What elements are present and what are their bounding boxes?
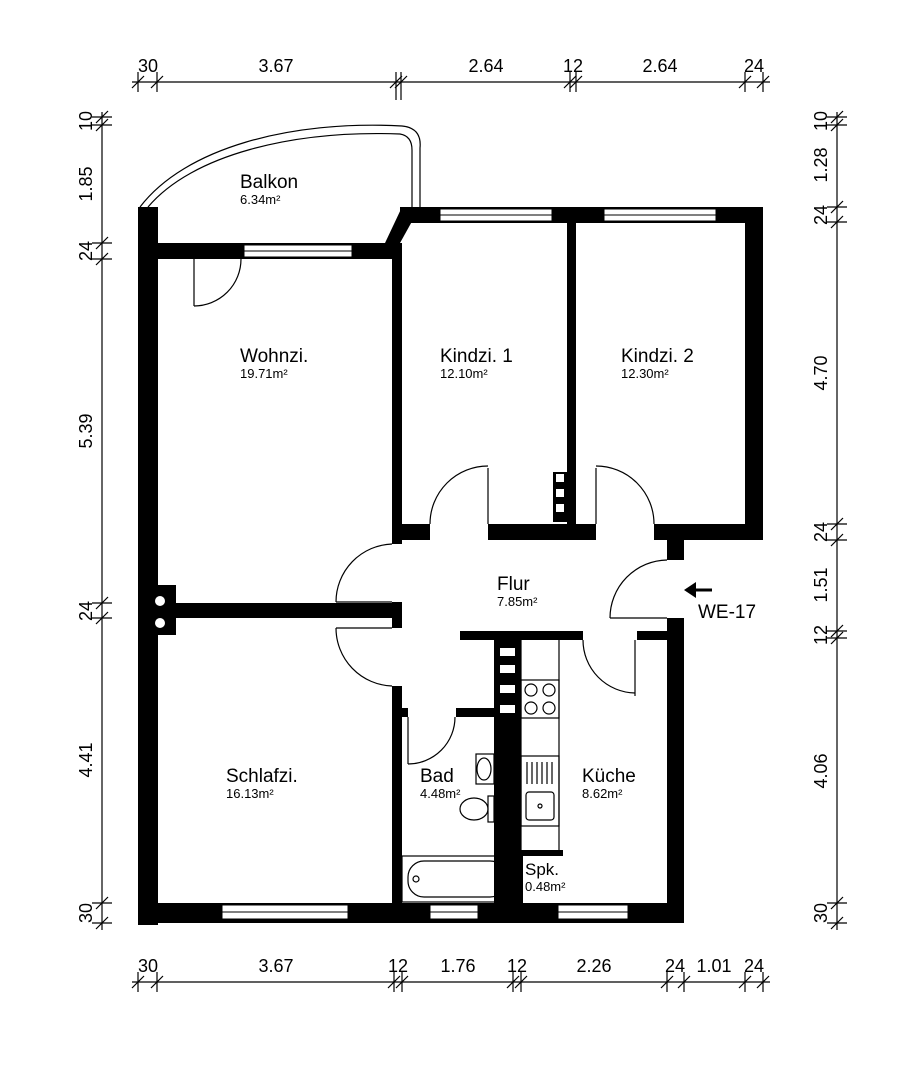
kitchen-counter (520, 640, 560, 850)
dim-left-label: 10 (76, 111, 96, 131)
washbasin-icon (475, 753, 495, 785)
room-area: 16.13m² (226, 786, 274, 801)
room-name: Kindzi. 2 (621, 346, 694, 367)
dim-left-label: 24 (76, 241, 96, 261)
room-area: 19.71m² (240, 366, 288, 381)
dim-bottom-label: 2.26 (576, 956, 611, 976)
room-name: Flur (497, 574, 530, 595)
dim-bottom-label: 1.01 (696, 956, 731, 976)
dim-right-label: 10 (811, 111, 831, 131)
dim-right-label: 4.06 (811, 753, 831, 788)
dim-right-label: 24 (811, 522, 831, 542)
dim-bottom-label: 24 (665, 956, 685, 976)
room-wohnzi: Wohnzi. 19.71m² (240, 346, 308, 381)
room-name: Schlafzi. (226, 766, 298, 787)
stove-icon (520, 679, 560, 719)
dimension-labels-left: 10 1.85 24 5.39 24 4.41 30 (76, 111, 96, 923)
dim-bottom-label: 1.76 (440, 956, 475, 976)
room-area: 12.30m² (621, 366, 669, 381)
pipe-shaft (138, 585, 176, 635)
sink-icon (520, 755, 560, 827)
dim-top-label: 30 (138, 56, 158, 76)
room-kindzi-2: Kindzi. 2 12.30m² (621, 346, 694, 381)
room-name: Balkon (240, 172, 298, 193)
room-balkon: Balkon 6.34m² (240, 172, 298, 207)
room-name: Küche (582, 766, 636, 787)
room-spk: Spk. 0.48m² (525, 860, 566, 894)
dim-top-label: 24 (744, 56, 764, 76)
room-name: Wohnzi. (240, 346, 308, 367)
dim-top-label: 2.64 (468, 56, 503, 76)
dim-bottom-label: 3.67 (258, 956, 293, 976)
room-kueche: Küche 8.62m² (582, 766, 636, 801)
dim-top-label: 3.67 (258, 56, 293, 76)
dim-top-label: 2.64 (642, 56, 677, 76)
dim-right-label: 24 (811, 205, 831, 225)
room-name: Spk. (525, 860, 559, 879)
dim-left-label: 30 (76, 903, 96, 923)
room-area: 7.85m² (497, 594, 538, 609)
ventilation-shafts (500, 472, 742, 713)
dimension-labels-right: 10 1.28 24 4.70 24 1.51 12 4.06 30 (811, 111, 831, 923)
dim-right-label: 4.70 (811, 355, 831, 390)
dim-left-label: 4.41 (76, 742, 96, 777)
dim-left-label: 24 (76, 601, 96, 621)
dim-bottom-label: 12 (388, 956, 408, 976)
dim-bottom-label: 24 (744, 956, 764, 976)
room-bad: Bad 4.48m² (420, 766, 461, 801)
dim-bottom-label: 12 (507, 956, 527, 976)
dim-right-label: 30 (811, 903, 831, 923)
room-area: 4.48m² (420, 786, 461, 801)
dim-right-label: 1.51 (811, 567, 831, 602)
room-area: 8.62m² (582, 786, 623, 801)
room-area: 0.48m² (525, 879, 566, 894)
room-schlafzi: Schlafzi. 16.13m² (226, 766, 298, 801)
entrance-label: WE-17 (698, 602, 756, 623)
dim-bottom-label: 30 (138, 956, 158, 976)
dim-right-label: 12 (811, 625, 831, 645)
toilet-icon (459, 795, 495, 823)
room-area: 12.10m² (440, 366, 488, 381)
windows (221, 208, 717, 920)
walls (138, 207, 763, 925)
dim-left-label: 5.39 (76, 413, 96, 448)
dimension-lines (92, 72, 847, 992)
doors (193, 258, 684, 765)
room-name: Bad (420, 766, 454, 787)
dimension-labels-bottom: 30 3.67 12 1.76 12 2.26 24 1.01 24 (138, 956, 764, 976)
dim-left-label: 1.85 (76, 166, 96, 201)
balcony-railing (139, 124, 421, 208)
bathtub-icon (401, 855, 511, 903)
dimension-labels-top: 30 3.67 2.64 12 2.64 24 (138, 56, 764, 76)
room-kindzi-1: Kindzi. 1 12.10m² (440, 346, 513, 381)
entrance-arrow-icon (684, 582, 712, 598)
room-name: Kindzi. 1 (440, 346, 513, 367)
dim-right-label: 1.28 (811, 147, 831, 182)
dim-top-label: 12 (563, 56, 583, 76)
room-area: 6.34m² (240, 192, 281, 207)
room-flur: Flur 7.85m² (497, 574, 538, 609)
